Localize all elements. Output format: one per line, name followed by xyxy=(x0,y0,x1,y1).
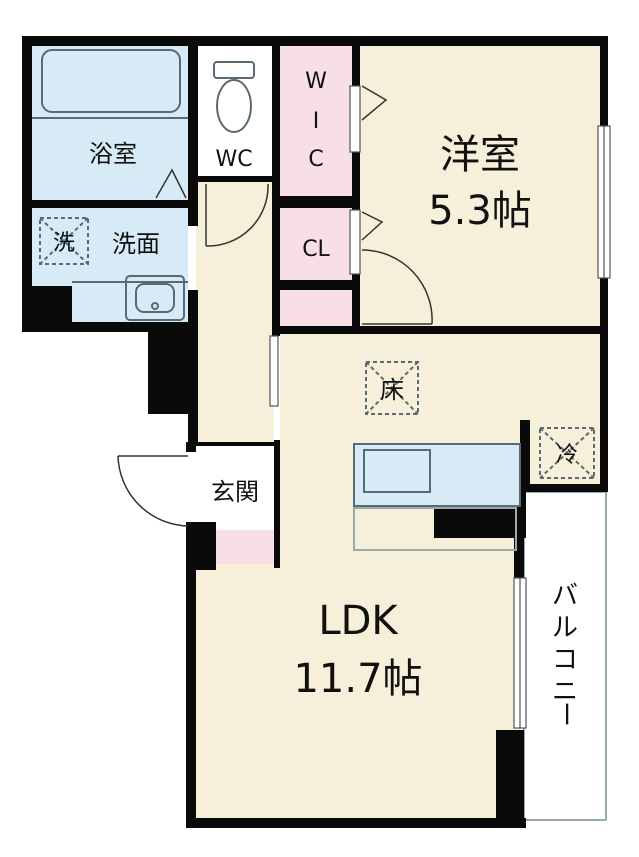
balcony-char-2: ル xyxy=(552,613,578,643)
bathtub xyxy=(41,49,181,113)
entrance-floor xyxy=(196,446,274,530)
bath-label: 浴室 xyxy=(89,140,137,168)
floors xyxy=(30,44,607,821)
wic-label-c: C xyxy=(308,147,323,172)
toilet-tank xyxy=(213,61,255,79)
kitchen-sink xyxy=(363,449,431,493)
wic-sliding xyxy=(349,85,361,153)
kitchen-counter xyxy=(353,443,521,507)
entrance-label: 玄関 xyxy=(211,478,259,506)
toilet-floor xyxy=(196,44,272,176)
bath-floor xyxy=(30,44,188,202)
bedroom-door xyxy=(361,249,433,325)
labels: 浴室 WC W I C 洋室 5.3帖 CL 洗面 洗 床 玄関 冷 LDK 1… xyxy=(53,69,580,727)
bedroom-floor xyxy=(360,44,600,326)
toilet-label: WC xyxy=(215,147,252,172)
closet-label: CL xyxy=(302,237,330,262)
closet-door xyxy=(361,211,384,241)
fridge-floor xyxy=(530,426,600,484)
wic-floor xyxy=(280,44,352,196)
fixtures xyxy=(32,49,595,551)
wic-label-i: I xyxy=(313,109,320,134)
bedroom-size: 5.3帖 xyxy=(428,188,532,234)
floor-storage-label: 床 xyxy=(380,376,404,404)
hallway-floor xyxy=(196,182,274,442)
ldk-name: LDK xyxy=(318,598,399,644)
toilet-door xyxy=(205,183,269,247)
walls xyxy=(22,36,608,828)
washroom-label: 洗面 xyxy=(112,230,160,258)
balcony-char-1: バ xyxy=(552,581,578,611)
fridge-label: 冷 xyxy=(556,443,578,468)
balcony-char-5: ー xyxy=(550,701,580,727)
bedroom-name: 洋室 xyxy=(440,132,520,178)
storage-floor xyxy=(280,290,352,330)
bath-door xyxy=(155,168,187,199)
entrance-step xyxy=(216,530,274,564)
cl-sliding xyxy=(349,209,361,275)
balcony-floor xyxy=(523,491,607,821)
entrance-door xyxy=(117,455,189,527)
floor-storage-marker xyxy=(365,361,419,415)
wic-door xyxy=(361,85,388,121)
balcony-char-4: ニ xyxy=(552,677,578,707)
laundry-label: 洗 xyxy=(53,231,75,256)
hall-sliding xyxy=(269,335,279,407)
windows xyxy=(269,85,611,729)
ldk-size: 11.7帖 xyxy=(293,656,422,702)
laundry-marker xyxy=(39,217,89,265)
wash-basin xyxy=(125,275,185,321)
doors xyxy=(117,85,433,527)
wic-label-w: W xyxy=(305,69,327,94)
fridge-marker xyxy=(539,427,595,479)
closet-floor xyxy=(280,208,352,280)
toilet-bowl xyxy=(216,79,252,133)
balcony-char-3: コ xyxy=(552,645,578,675)
